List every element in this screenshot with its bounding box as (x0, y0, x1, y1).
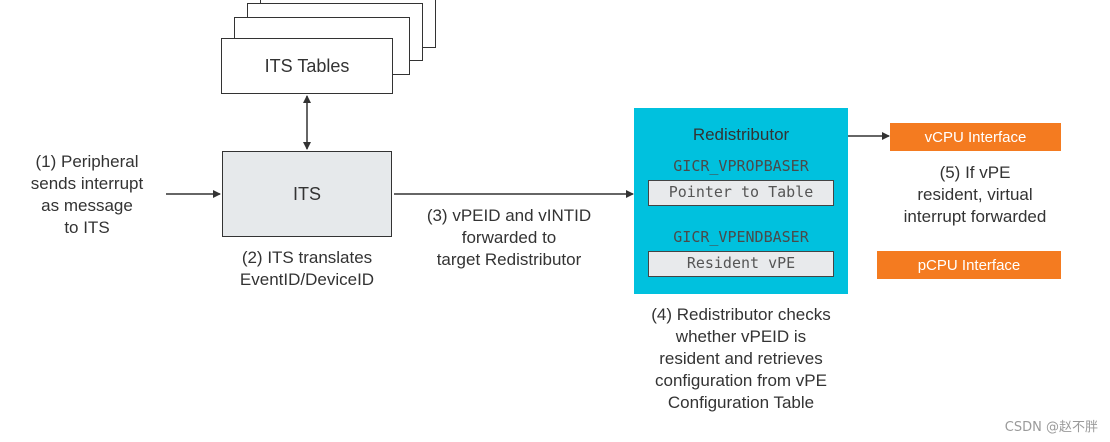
step2-line: (2) ITS translates (241, 248, 373, 267)
gicr-vpropbaser-label: GICR_VPROPBASER (673, 157, 809, 175)
step5-caption: (5) If vPE resident, virtual interrupt f… (880, 162, 1070, 228)
vcpu-interface-box: vCPU Interface (890, 123, 1061, 151)
redistributor-title: Redistributor (692, 125, 790, 144)
step5-line: interrupt forwarded (903, 207, 1047, 226)
step5-line: (5) If vPE (939, 163, 1011, 182)
gicr-vpendbaser-field: Resident vPE (648, 251, 834, 277)
pcpu-interface-box: pCPU Interface (877, 251, 1061, 279)
step4-line: whether vPEID is (675, 327, 807, 346)
redistributor-box: Redistributor GICR_VPROPBASER Pointer to… (634, 108, 848, 294)
pcpu-interface-label: pCPU Interface (917, 256, 1021, 274)
step4-caption: (4) Redistributor checks whether vPEID i… (626, 304, 856, 414)
gicr-vpropbaser-field: Pointer to Table (648, 180, 834, 206)
step5-line: resident, virtual (917, 185, 1033, 204)
step1-line: (1) Peripheral (35, 152, 139, 171)
its-tables-box: ITS Tables (221, 38, 393, 94)
its-tables-label: ITS Tables (264, 55, 350, 76)
step4-line: configuration from vPE (655, 371, 827, 390)
gicr-vpendbaser-label: GICR_VPENDBASER (673, 228, 809, 246)
step4-line: Configuration Table (667, 393, 815, 412)
step2-caption: (2) ITS translates EventID/DeviceID (212, 247, 402, 291)
step3-caption: (3) vPEID and vINTID forwarded to target… (404, 205, 614, 271)
watermark: CSDN @赵不胖 (1004, 420, 1098, 435)
step4-line: resident and retrieves (659, 349, 823, 368)
its-box: ITS (222, 151, 392, 237)
step3-line: (3) vPEID and vINTID (426, 206, 592, 225)
vcpu-interface-label: vCPU Interface (924, 128, 1027, 146)
step1-line: to ITS (64, 218, 110, 237)
step1-line: as message (41, 196, 133, 215)
step1-line: sends interrupt (30, 174, 144, 193)
step1-caption: (1) Peripheral sends interrupt as messag… (12, 151, 162, 239)
step4-line: (4) Redistributor checks (651, 305, 831, 324)
step2-line: EventID/DeviceID (239, 270, 375, 289)
its-label: ITS (292, 183, 321, 204)
step3-line: target Redistributor (436, 250, 582, 269)
step3-line: forwarded to (461, 228, 557, 247)
